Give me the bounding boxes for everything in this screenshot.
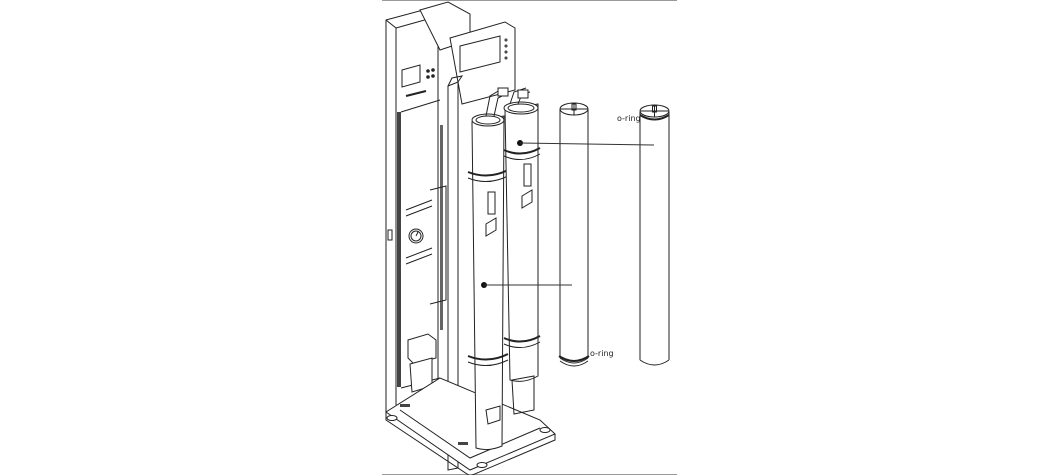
leader-right-vessel (519, 142, 655, 146)
feed-piping (485, 87, 531, 117)
right-membrane-element (639, 104, 670, 366)
top-border-rule (382, 0, 677, 1)
left-membrane-element (558, 102, 590, 367)
left-pressure-vessel (467, 113, 509, 451)
oring-label-top: o-ring (617, 114, 641, 123)
callout-leaders (481, 140, 655, 288)
oring-label-bottom: o-ring (590, 349, 614, 358)
cabinet-frame (385, 1, 556, 475)
right-pressure-vessel (503, 101, 541, 415)
